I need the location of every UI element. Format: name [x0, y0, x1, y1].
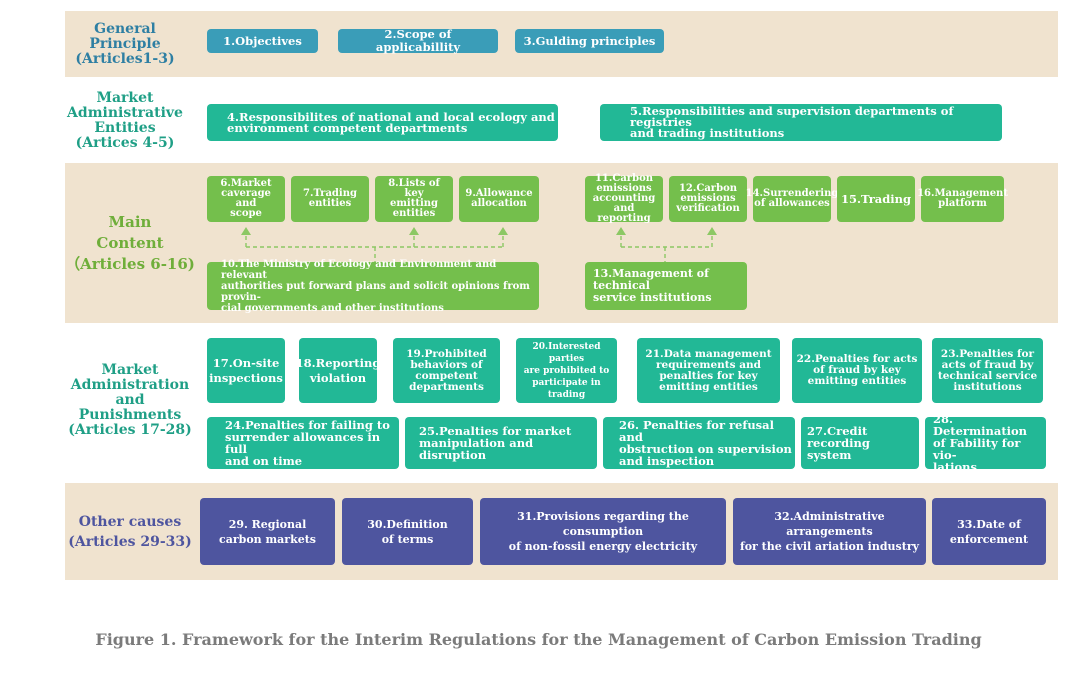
article-12-box: 12.Carbon emissions verification [669, 176, 747, 222]
article-23-box: 23.Penalties for acts of fraud by techni… [932, 338, 1043, 403]
article-21-box: 21.Data management requirements and pena… [637, 338, 780, 403]
article-14-box: 14.Surrendering of allowances [746, 176, 838, 222]
article-11-box: 11.Carbon emissions accounting and repor… [585, 174, 663, 224]
article-17-box: 17.On-site inspections [207, 338, 285, 403]
article-3-box: 3.Gulding principles [515, 29, 664, 53]
article-20-box: 20.Interested parties are prohibited to … [516, 338, 617, 403]
article-16-box: 16.Management platform [917, 176, 1008, 222]
article-25-box: 25.Penalties for market manipulation and… [405, 417, 597, 469]
main-content-label: Main Content （Articles 6-16) [65, 212, 195, 273]
article-26-box: 26. Penalties for refusal and obstructio… [603, 417, 795, 469]
article-13-box: 13.Management of technical service insti… [585, 262, 747, 310]
article-30-box: 30.Definition of terms [342, 498, 473, 565]
article-27-box: 27.Credit recording system [801, 417, 919, 469]
article-33-box: 33.Date of enforcement [932, 498, 1046, 565]
general-principle-label: General Principle (Articles1-3) [75, 20, 175, 67]
article-31-box: 31.Provisions regarding the consumption … [480, 498, 726, 565]
article-1-box: 1.Objectives [207, 29, 318, 53]
article-6-box: 6.Market caverage and scope [207, 176, 285, 222]
article-9-box: 9.Allowance allocation [459, 176, 539, 222]
article-8-box: 8.Lists of key emitting entities [375, 176, 453, 222]
article-28-box: 28. Determination of Fability for vio- l… [925, 413, 1046, 473]
article-19-box: 19.Prohibited behaviors of competent dep… [393, 338, 500, 403]
article-18-box: 18.Reporting violation [296, 338, 380, 403]
article-7-box: 7.Trading entities [291, 176, 369, 222]
article-32-box: 32.Administrative arrangements for the c… [733, 498, 926, 565]
other-causes-label: Other causes (Articles 29-33) [68, 513, 192, 550]
figure-caption: Figure 1. Framework for the Interim Regu… [95, 630, 982, 649]
article-5-box: 5.Responsibilities and supervision depar… [600, 104, 1002, 141]
article-24-box: 24.Penalties for failing to surrender al… [207, 417, 399, 469]
article-29-box: 29. Regional carbon markets [200, 498, 335, 565]
market-admin-entities-label: Market Administrative Entities (Artices … [67, 90, 183, 151]
article-15-box: 15.Trading [837, 176, 915, 222]
article-4-box: 4.Responsibilites of national and local … [207, 104, 558, 141]
article-2-box: 2.Scope of applicabillity [338, 28, 498, 54]
article-10-box: 10.The Ministry of Ecology and Environme… [207, 259, 539, 314]
article-22-box: 22.Penalties for acts of fraud by key em… [792, 338, 922, 403]
market-admin-punish-label: Market Administration and Punishments (A… [68, 361, 192, 438]
